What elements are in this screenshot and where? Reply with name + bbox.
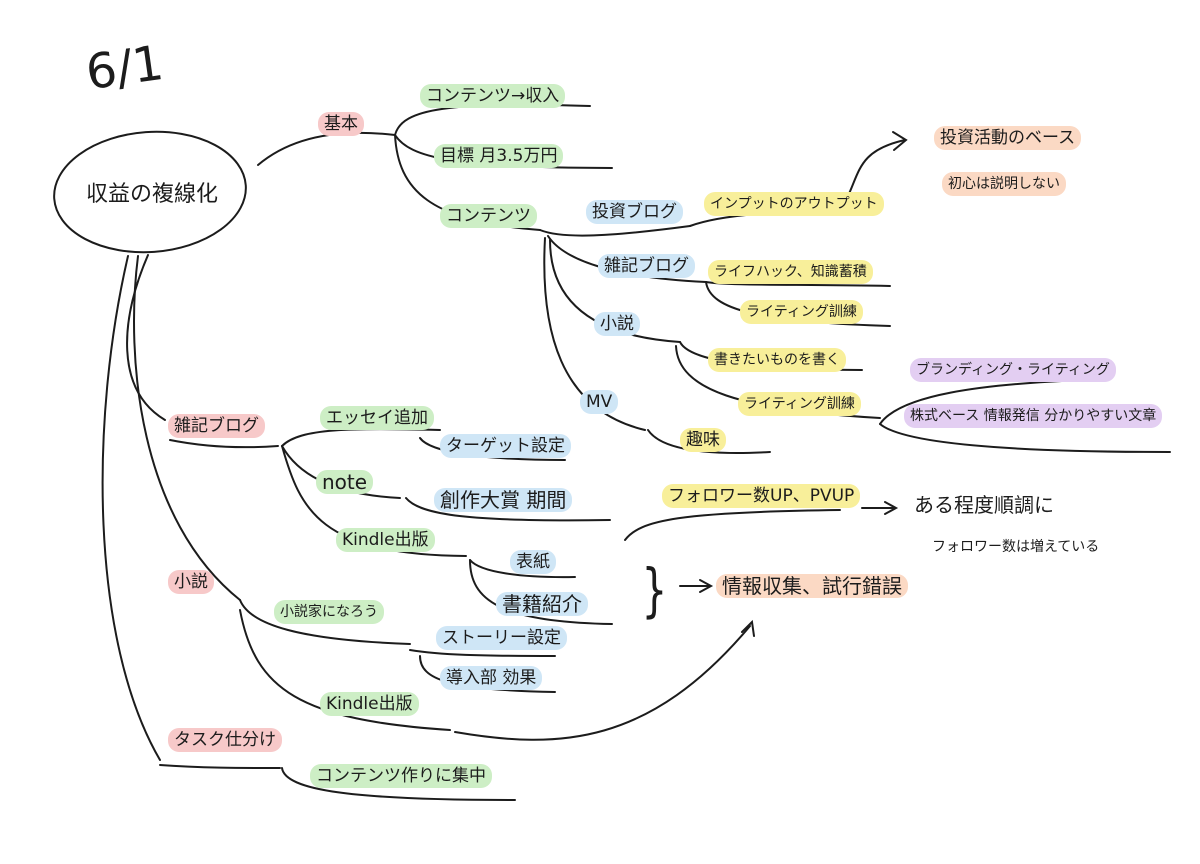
node-contents-focus: コンテンツ作りに集中 bbox=[310, 764, 492, 788]
node-mv: MV bbox=[580, 390, 619, 414]
edge-task-focus bbox=[281, 767, 516, 801]
edge-kindle2 bbox=[239, 609, 451, 731]
node-kabushiki: 株式ベース 情報発信 分かりやすい文章 bbox=[904, 404, 1163, 428]
node-contents: コンテンツ bbox=[440, 204, 537, 228]
node-writing-kunren-2: ライティング訓練 bbox=[738, 392, 861, 416]
date-label: 6/1 bbox=[82, 34, 167, 102]
node-zakki-blog: 雑記ブログ bbox=[598, 254, 695, 278]
node-lifehack: ライフハック、知識蓄積 bbox=[708, 260, 873, 284]
edge-follower bbox=[624, 509, 841, 541]
node-contents-income: コンテンツ→収入 bbox=[420, 84, 566, 108]
edge-story bbox=[409, 649, 556, 657]
node-kakitai: 書きたいものを書く bbox=[708, 348, 846, 372]
node-goal: 目標 月3.5万円 bbox=[434, 144, 564, 168]
node-shousetsu: 小説 bbox=[594, 312, 640, 336]
node-jouhou: 情報収集、試行錯誤 bbox=[716, 574, 908, 598]
edge-kihon-fork bbox=[394, 103, 591, 136]
arrow-io-katsudou bbox=[847, 139, 906, 197]
node-task: タスク仕分け bbox=[168, 728, 282, 752]
node-input-output: インプットのアウトプット bbox=[704, 192, 884, 216]
edge-sousaku bbox=[405, 497, 611, 522]
node-toushi-katsudou: 投資活動のベース bbox=[934, 126, 1082, 150]
node-dounyu: 導入部 効果 bbox=[440, 666, 543, 690]
node-hyoushi: 表紙 bbox=[510, 550, 556, 574]
edge-essay bbox=[281, 428, 441, 447]
edge-contents-mv bbox=[543, 237, 646, 431]
node-hokan-setsumei: 初心は説明しない bbox=[942, 172, 1066, 196]
node-shousetsu-2: 小説 bbox=[168, 570, 214, 594]
edge-root-zakki2 bbox=[126, 254, 166, 421]
edge-task-fork bbox=[159, 764, 281, 769]
node-aru-teido: ある程度順調に bbox=[914, 493, 1054, 517]
node-shousetsu-plot: 小説家になろう bbox=[274, 600, 384, 624]
edge-root-shousetsu2 bbox=[133, 255, 241, 601]
curly-brace: } bbox=[641, 556, 668, 624]
edge-contents-toushi bbox=[539, 225, 691, 237]
edge-contents-shousetsu bbox=[549, 239, 681, 343]
node-shumi: 趣味 bbox=[680, 428, 726, 452]
node-shoseki: 書籍紹介 bbox=[496, 592, 588, 616]
root-ellipse bbox=[53, 130, 247, 254]
node-follower-up: フォロワー数UP、PVUP bbox=[662, 484, 861, 508]
node-zakki-blog-2: 雑記ブログ bbox=[168, 414, 265, 438]
node-kindle-2: Kindle出版 bbox=[320, 692, 419, 716]
root-node-label: 収益の複線化 bbox=[86, 182, 219, 207]
node-story: ストーリー設定 bbox=[436, 626, 567, 650]
node-note: note bbox=[316, 470, 374, 494]
edge-kabushiki bbox=[879, 423, 1171, 453]
node-sousaku: 創作大賞 期間 bbox=[434, 488, 573, 512]
node-kindle-1: Kindle出版 bbox=[336, 528, 435, 552]
node-brand-writing: ブランディング・ライティング bbox=[910, 358, 1116, 382]
node-essay: エッセイ追加 bbox=[320, 406, 434, 430]
arrow-kindle2 bbox=[454, 625, 751, 741]
node-toushi-blog: 投資ブログ bbox=[586, 200, 683, 224]
node-writing-kunren-1: ライティング訓練 bbox=[740, 300, 863, 324]
edge-hyoushi bbox=[469, 559, 576, 579]
edge-shousetsu2-plot bbox=[239, 599, 411, 645]
node-follower-fueteiru: フォロワー数は増えている bbox=[932, 539, 1100, 555]
edge-zakki2-fork bbox=[169, 439, 279, 449]
edge-root-kihon bbox=[257, 131, 396, 166]
edge-root-task bbox=[101, 255, 161, 761]
edge-kindle1 bbox=[281, 445, 467, 557]
node-target: ターゲット設定 bbox=[440, 434, 571, 458]
node-kihon: 基本 bbox=[318, 112, 364, 136]
